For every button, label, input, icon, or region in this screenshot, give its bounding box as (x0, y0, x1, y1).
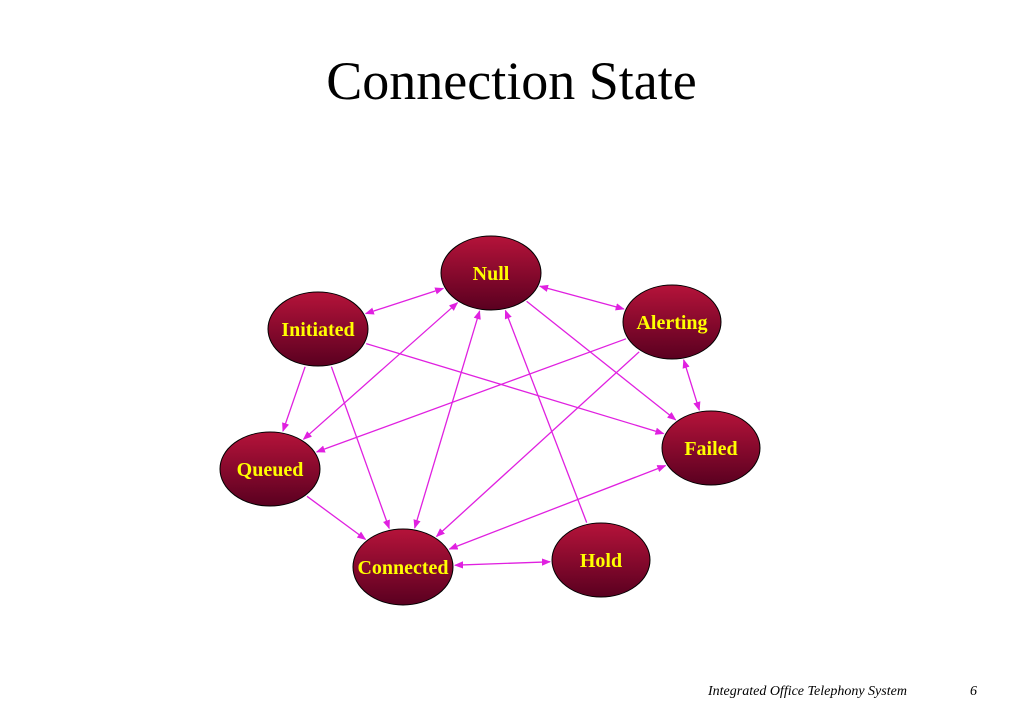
transition-arrow-alerting-queued (315, 338, 627, 453)
state-label-failed: Failed (684, 438, 737, 460)
transition-arrow-alerting-failed (682, 359, 701, 411)
transition-arrow-initiated-failed (366, 342, 665, 435)
transition-arrows (282, 284, 701, 569)
state-node-null: Null (440, 235, 542, 311)
state-label-null: Null (473, 263, 510, 285)
state-node-hold: Hold (551, 522, 651, 598)
page-number: 6 (970, 684, 977, 699)
transition-arrow-null-connected (413, 310, 481, 529)
state-label-connected: Connected (357, 557, 448, 579)
transition-arrow-initiated-connected (330, 366, 390, 530)
state-label-alerting: Alerting (636, 312, 707, 334)
slide-title: Connection State (326, 51, 697, 111)
transition-arrow-null-alerting (539, 284, 625, 311)
state-ellipse-failed (661, 410, 761, 486)
state-ellipse-queued (219, 431, 321, 507)
transition-arrow-initiated-null (364, 287, 445, 315)
transition-arrow-null-failed (526, 300, 677, 421)
state-ellipse-connected (352, 528, 454, 606)
state-node-alerting: Alerting (622, 284, 722, 360)
state-node-queued: Queued (219, 431, 321, 507)
transition-arrow-initiated-queued (282, 366, 306, 433)
state-ellipse-alerting (622, 284, 722, 360)
state-label-queued: Queued (237, 459, 304, 481)
footer-title: Integrated Office Telephony System (708, 684, 907, 699)
state-node-failed: Failed (661, 410, 761, 486)
state-node-connected: Connected (352, 528, 454, 606)
transition-arrow-connected-failed (448, 464, 667, 550)
state-label-initiated: Initiated (281, 319, 354, 341)
state-ellipse-null (440, 235, 542, 311)
transition-arrow-connected-hold (453, 558, 552, 569)
state-label-hold: Hold (580, 550, 622, 572)
transition-arrow-alerting-connected (435, 351, 640, 538)
state-ellipse-initiated (267, 291, 369, 367)
state-node-initiated: Initiated (267, 291, 369, 367)
transition-arrow-hold-null (504, 309, 588, 523)
transition-arrow-queued-connected (306, 495, 367, 540)
state-ellipse-hold (551, 522, 651, 598)
